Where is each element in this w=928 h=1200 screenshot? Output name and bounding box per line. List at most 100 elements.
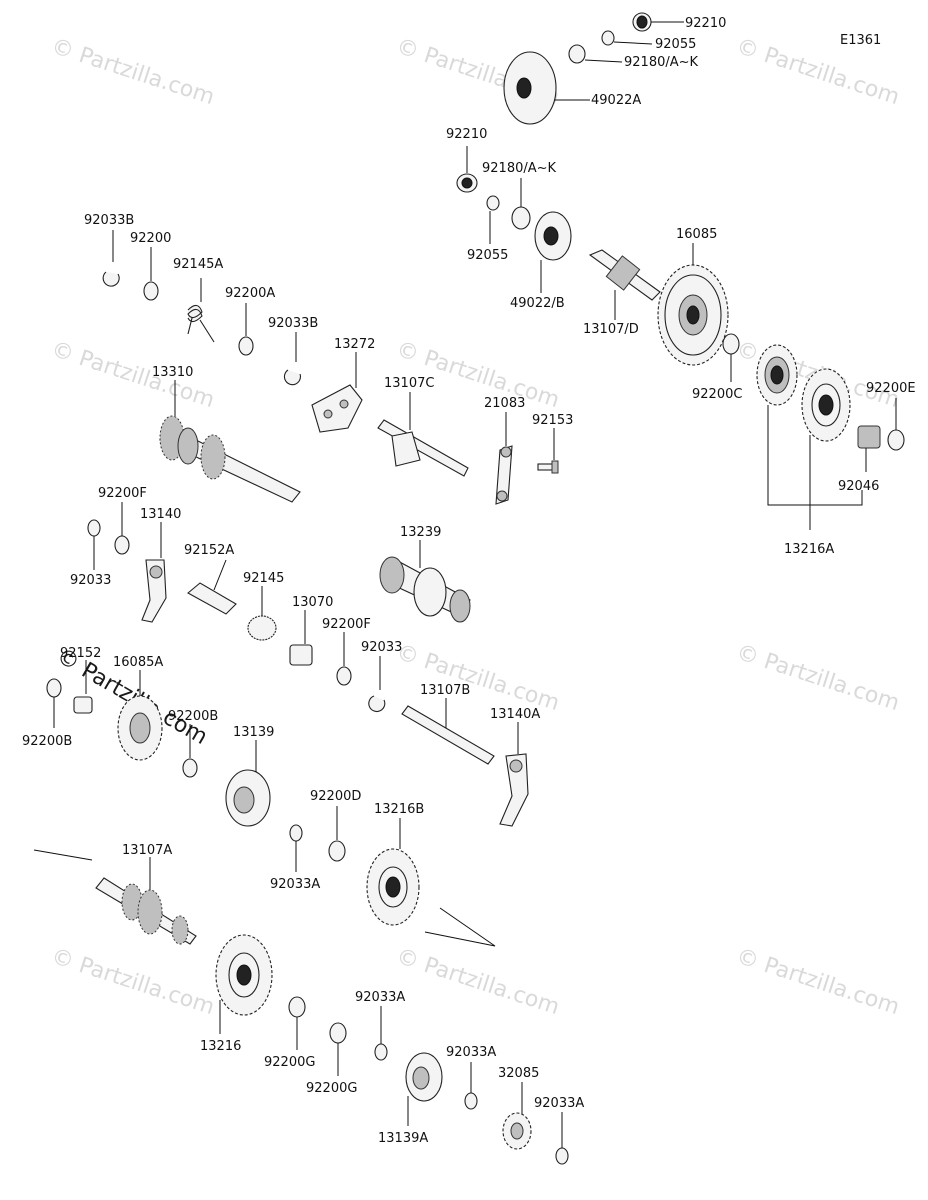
part-label: 92033B <box>268 316 318 331</box>
part-92200e-washer <box>887 398 905 451</box>
watermark: © Partzilla.com <box>48 34 217 110</box>
part-13107a-shaft <box>95 857 197 945</box>
watermark: © Partzilla.com <box>733 944 902 1020</box>
part-13070-bearing <box>289 610 313 666</box>
part-label: 92200B <box>22 734 72 749</box>
part-label: 16085 <box>676 227 717 242</box>
part-92200f-washer <box>114 502 130 555</box>
watermark: © Partzilla.com <box>733 640 902 716</box>
part-92200g-washer-2 <box>329 1022 347 1076</box>
part-32085-gear <box>502 1082 532 1150</box>
part-92033-circlip-2 <box>368 656 386 713</box>
part-label: 13107B <box>420 683 470 698</box>
part-label: 13070 <box>292 595 333 610</box>
part-92033a-circlip-4 <box>555 1112 569 1165</box>
part-label: 13272 <box>334 337 375 352</box>
watermark: © Partzilla.com <box>393 944 562 1020</box>
part-92033b-circlip-2 <box>283 332 301 386</box>
part-16085a-gear <box>117 670 163 761</box>
part-92046-bearing <box>857 425 881 472</box>
part-92033a-circlip-3 <box>464 1062 478 1110</box>
part-label: 49022/B <box>510 296 565 311</box>
part-label: 92200G <box>264 1055 315 1070</box>
part-13140-fork <box>141 522 167 623</box>
part-label: 92152 <box>60 646 101 661</box>
part-label: 92180/A~K <box>482 161 557 176</box>
part-92145a-spring <box>187 278 215 343</box>
part-92033a-circlip-2 <box>374 1006 388 1061</box>
part-label: 92200A <box>225 286 275 301</box>
part-13107b-rod <box>401 698 495 765</box>
part-label: 92033A <box>446 1045 496 1060</box>
part-92033-circlip <box>87 519 101 570</box>
part-label: 92145 <box>243 571 284 586</box>
part-13216-gear <box>215 934 273 1034</box>
part-92152a-pin <box>187 559 237 615</box>
part-label: 92033A <box>534 1096 584 1111</box>
part-label: 92200F <box>322 617 371 632</box>
part-21083-lever <box>495 412 513 505</box>
part-label: 16085A <box>113 655 163 670</box>
part-92200d-washer <box>328 806 346 862</box>
part-label: 92033B <box>84 213 134 228</box>
part-13216a-gear-2 <box>801 368 851 442</box>
part-92180-top <box>568 44 623 64</box>
part-49022a-disc <box>503 51 590 125</box>
part-label: 92033A <box>270 877 320 892</box>
part-label: 92200D <box>310 789 361 804</box>
part-13107c-shift-rod <box>377 392 469 477</box>
part-label: 92033 <box>70 573 111 588</box>
part-label: 32085 <box>498 1066 539 1081</box>
part-label: 92033A <box>355 990 405 1005</box>
part-92200a-washer <box>238 303 254 356</box>
part-92153-bolt <box>537 428 559 474</box>
part-92210-mid <box>456 146 478 193</box>
part-label: 13216 <box>200 1039 241 1054</box>
part-label: 92200G <box>306 1081 357 1096</box>
part-92200-washer <box>143 247 159 301</box>
part-92200c-washer <box>722 333 740 382</box>
part-label: 92055 <box>467 248 508 263</box>
part-92055-mid <box>486 195 500 244</box>
part-label: 13107A <box>122 843 172 858</box>
part-label: 92153 <box>532 413 573 428</box>
part-92033a-circlip <box>289 824 303 872</box>
part-label: 13239 <box>400 525 441 540</box>
part-label: 92152A <box>184 543 234 558</box>
part-label: 92200B <box>168 709 218 724</box>
part-92200b-washer-2 <box>182 724 198 778</box>
part-label: 92200C <box>692 387 742 402</box>
part-label: 13310 <box>152 365 193 380</box>
part-92033b-circlip <box>102 230 120 287</box>
part-16085-gear <box>657 243 729 366</box>
part-label: 13139A <box>378 1131 428 1146</box>
part-92055-top <box>601 30 653 46</box>
part-label: 13140 <box>140 507 181 522</box>
part-13239-shift-drum <box>379 540 471 623</box>
part-label: 13107/D <box>583 322 639 337</box>
part-13216a-gear-1 <box>756 344 798 406</box>
part-label: 13216A <box>784 542 834 557</box>
diagram-code: E1361 <box>840 33 881 48</box>
part-label: 49022A <box>591 93 641 108</box>
part-label: 92033 <box>361 640 402 655</box>
part-label: 92145A <box>173 257 223 272</box>
part-92200f-washer-2 <box>336 632 352 686</box>
part-92200b-washer <box>46 678 62 728</box>
part-label: 92200F <box>98 486 147 501</box>
part-label: 92210 <box>446 127 487 142</box>
part-49022b-disc <box>534 211 572 293</box>
part-13140a-fork <box>499 722 529 827</box>
part-92200g-washer <box>288 996 306 1050</box>
part-13216b-gear <box>366 818 420 926</box>
part-label: 21083 <box>484 396 525 411</box>
part-label: 92200E <box>866 381 916 396</box>
part-13310-shaft <box>159 380 301 503</box>
part-label: 92055 <box>655 37 696 52</box>
part-label: 92046 <box>838 479 879 494</box>
part-92210-top <box>632 12 684 32</box>
part-92180-mid <box>511 178 531 230</box>
part-92145-spring <box>247 586 277 641</box>
